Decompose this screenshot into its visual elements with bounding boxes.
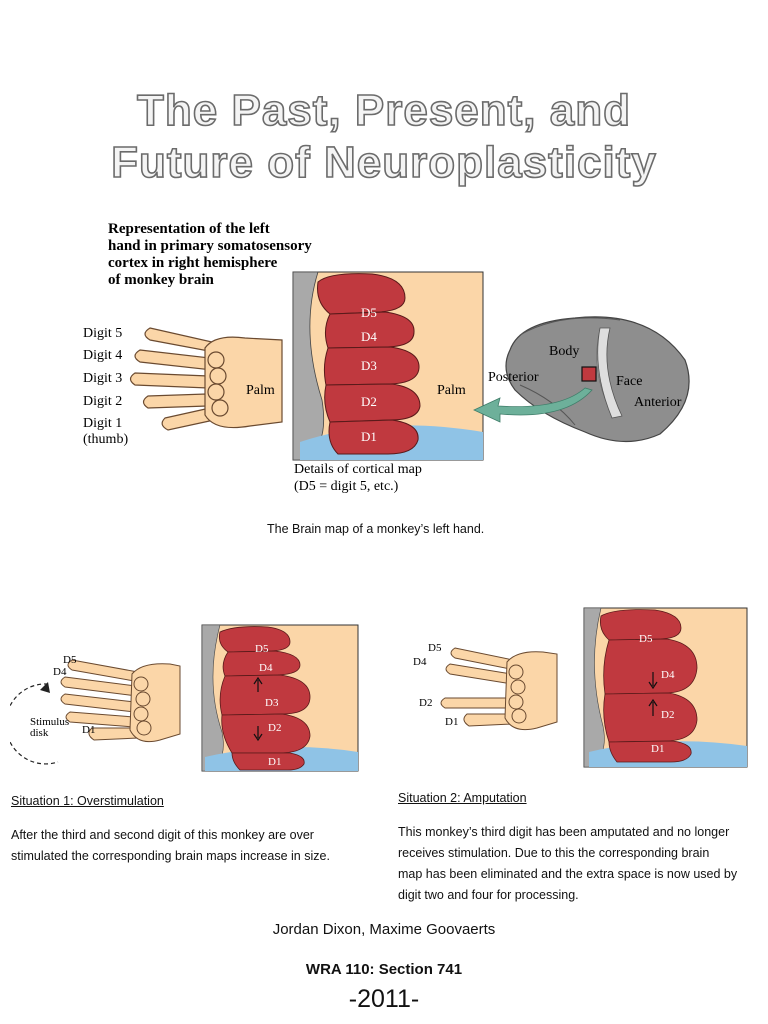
s1-map-d1: D1 (268, 756, 281, 768)
brain-label-posterior: Posterior (488, 370, 539, 385)
details-line-2: (D5 = digit 5, etc.) (294, 479, 399, 494)
s2-map-d2: D2 (661, 709, 674, 721)
digit-label-3: Digit 3 (83, 371, 122, 386)
hand-illustration (129, 327, 283, 431)
situation2-text-line-3: map has been eliminated and the extra sp… (398, 867, 738, 881)
map-label-d2: D2 (361, 394, 377, 409)
map-palm-label: Palm (437, 383, 466, 398)
authors: Jordan Dixon, Maxime Goovaerts (272, 921, 496, 938)
situation1-heading: Situation 1: Overstimulation (11, 794, 164, 808)
s2-map-d4: D4 (661, 669, 675, 681)
map-label-d4: D4 (361, 329, 377, 344)
situation2-hand (440, 647, 558, 731)
situation1-figure: D5 D4 D1 Stimulus disk D5 D4 D3 D2 D1 (10, 624, 359, 772)
brain-label-face: Face (616, 374, 642, 389)
figure-heading-3: cortex in right hemisphere (108, 255, 278, 271)
brain-label-anterior: Anterior (634, 395, 682, 410)
s1-map-d3: D3 (265, 697, 279, 709)
situation1-hand (60, 659, 181, 743)
year: -2011- (348, 985, 420, 1013)
situation2-text-line-1: This monkey’s third digit has been amput… (398, 825, 730, 839)
digit-label-4: Digit 4 (83, 348, 122, 363)
s1-digit-d1: D1 (82, 724, 95, 736)
s1-expand-up-arrow-icon (253, 676, 263, 692)
hand-palm-label: Palm (246, 383, 275, 398)
s1-map-d5: D5 (255, 643, 269, 655)
situation1-text: After the third and second digit of this… (11, 825, 371, 867)
s2-digit-d4: D4 (413, 656, 427, 668)
s2-map-d1: D1 (651, 743, 664, 755)
s2-digit-d1: D1 (445, 716, 458, 728)
digit-label-thumb: (thumb) (83, 432, 128, 447)
digit-label-5: Digit 5 (83, 326, 122, 341)
s1-expand-down-arrow-icon (253, 726, 263, 742)
brain-label-body: Body (549, 344, 579, 359)
digit-label-1: Digit 1 (83, 416, 122, 431)
title-line-1: The Past, Present, and (136, 85, 631, 136)
situation2-text: This monkey’s third digit has been amput… (398, 822, 764, 906)
situation1-text-line-1: After the third and second digit of this… (11, 828, 314, 842)
situation2-map: D5 D4 D2 D1 (583, 607, 748, 768)
map-label-d1: D1 (361, 429, 377, 444)
s2-shrink-down-arrow-icon (648, 672, 658, 690)
situation2-figure: D5 D4 D2 D1 D5 D4 D2 D1 (413, 607, 748, 768)
figure-caption: The Brain map of a monkey’s left hand. (267, 522, 485, 536)
s2-digit-d5: D5 (428, 642, 442, 654)
s1-map-d4: D4 (259, 662, 273, 674)
course: WRA 110: Section 741 (305, 961, 463, 978)
cortical-map: D5 D4 D3 D2 D1 Palm (292, 271, 484, 461)
title-line-2: Future of Neuroplasticity (110, 137, 657, 188)
situation2-heading: Situation 2: Amputation (398, 791, 527, 805)
figure-heading-2: hand in primary somatosensory (108, 238, 312, 254)
s2-shrink-up-arrow-icon (648, 698, 658, 716)
situation1-text-line-2: stimulated the corresponding brain maps … (11, 849, 330, 863)
stimulus-disk-outline (10, 683, 59, 765)
map-label-d5: D5 (361, 305, 377, 320)
figure-heading-1: Representation of the left (108, 221, 270, 237)
s1-digit-d5: D5 (63, 654, 77, 666)
map-label-d3: D3 (361, 358, 377, 373)
digit-label-2: Digit 2 (83, 394, 122, 409)
details-line-1: Details of cortical map (294, 462, 422, 477)
s2-digit-d2: D2 (419, 697, 432, 709)
brain-illustration (473, 316, 690, 443)
s1-stimulus-1: Stimulus (30, 716, 69, 728)
situation2-text-line-4: digit two and four for processing. (398, 888, 579, 902)
situation2-text-line-2: receives stimulation. Due to this the co… (398, 846, 710, 860)
figure-heading-4: of monkey brain (108, 272, 215, 288)
main-figure: Representation of the left hand in prima… (83, 221, 690, 494)
situation1-map: D5 D4 D3 D2 D1 (201, 624, 359, 772)
stimulus-arrow-icon (40, 682, 50, 693)
s1-map-d2: D2 (268, 722, 281, 734)
s1-digit-d4: D4 (53, 666, 67, 678)
s1-stimulus-2: disk (30, 727, 49, 739)
s2-map-d5: D5 (639, 633, 653, 645)
